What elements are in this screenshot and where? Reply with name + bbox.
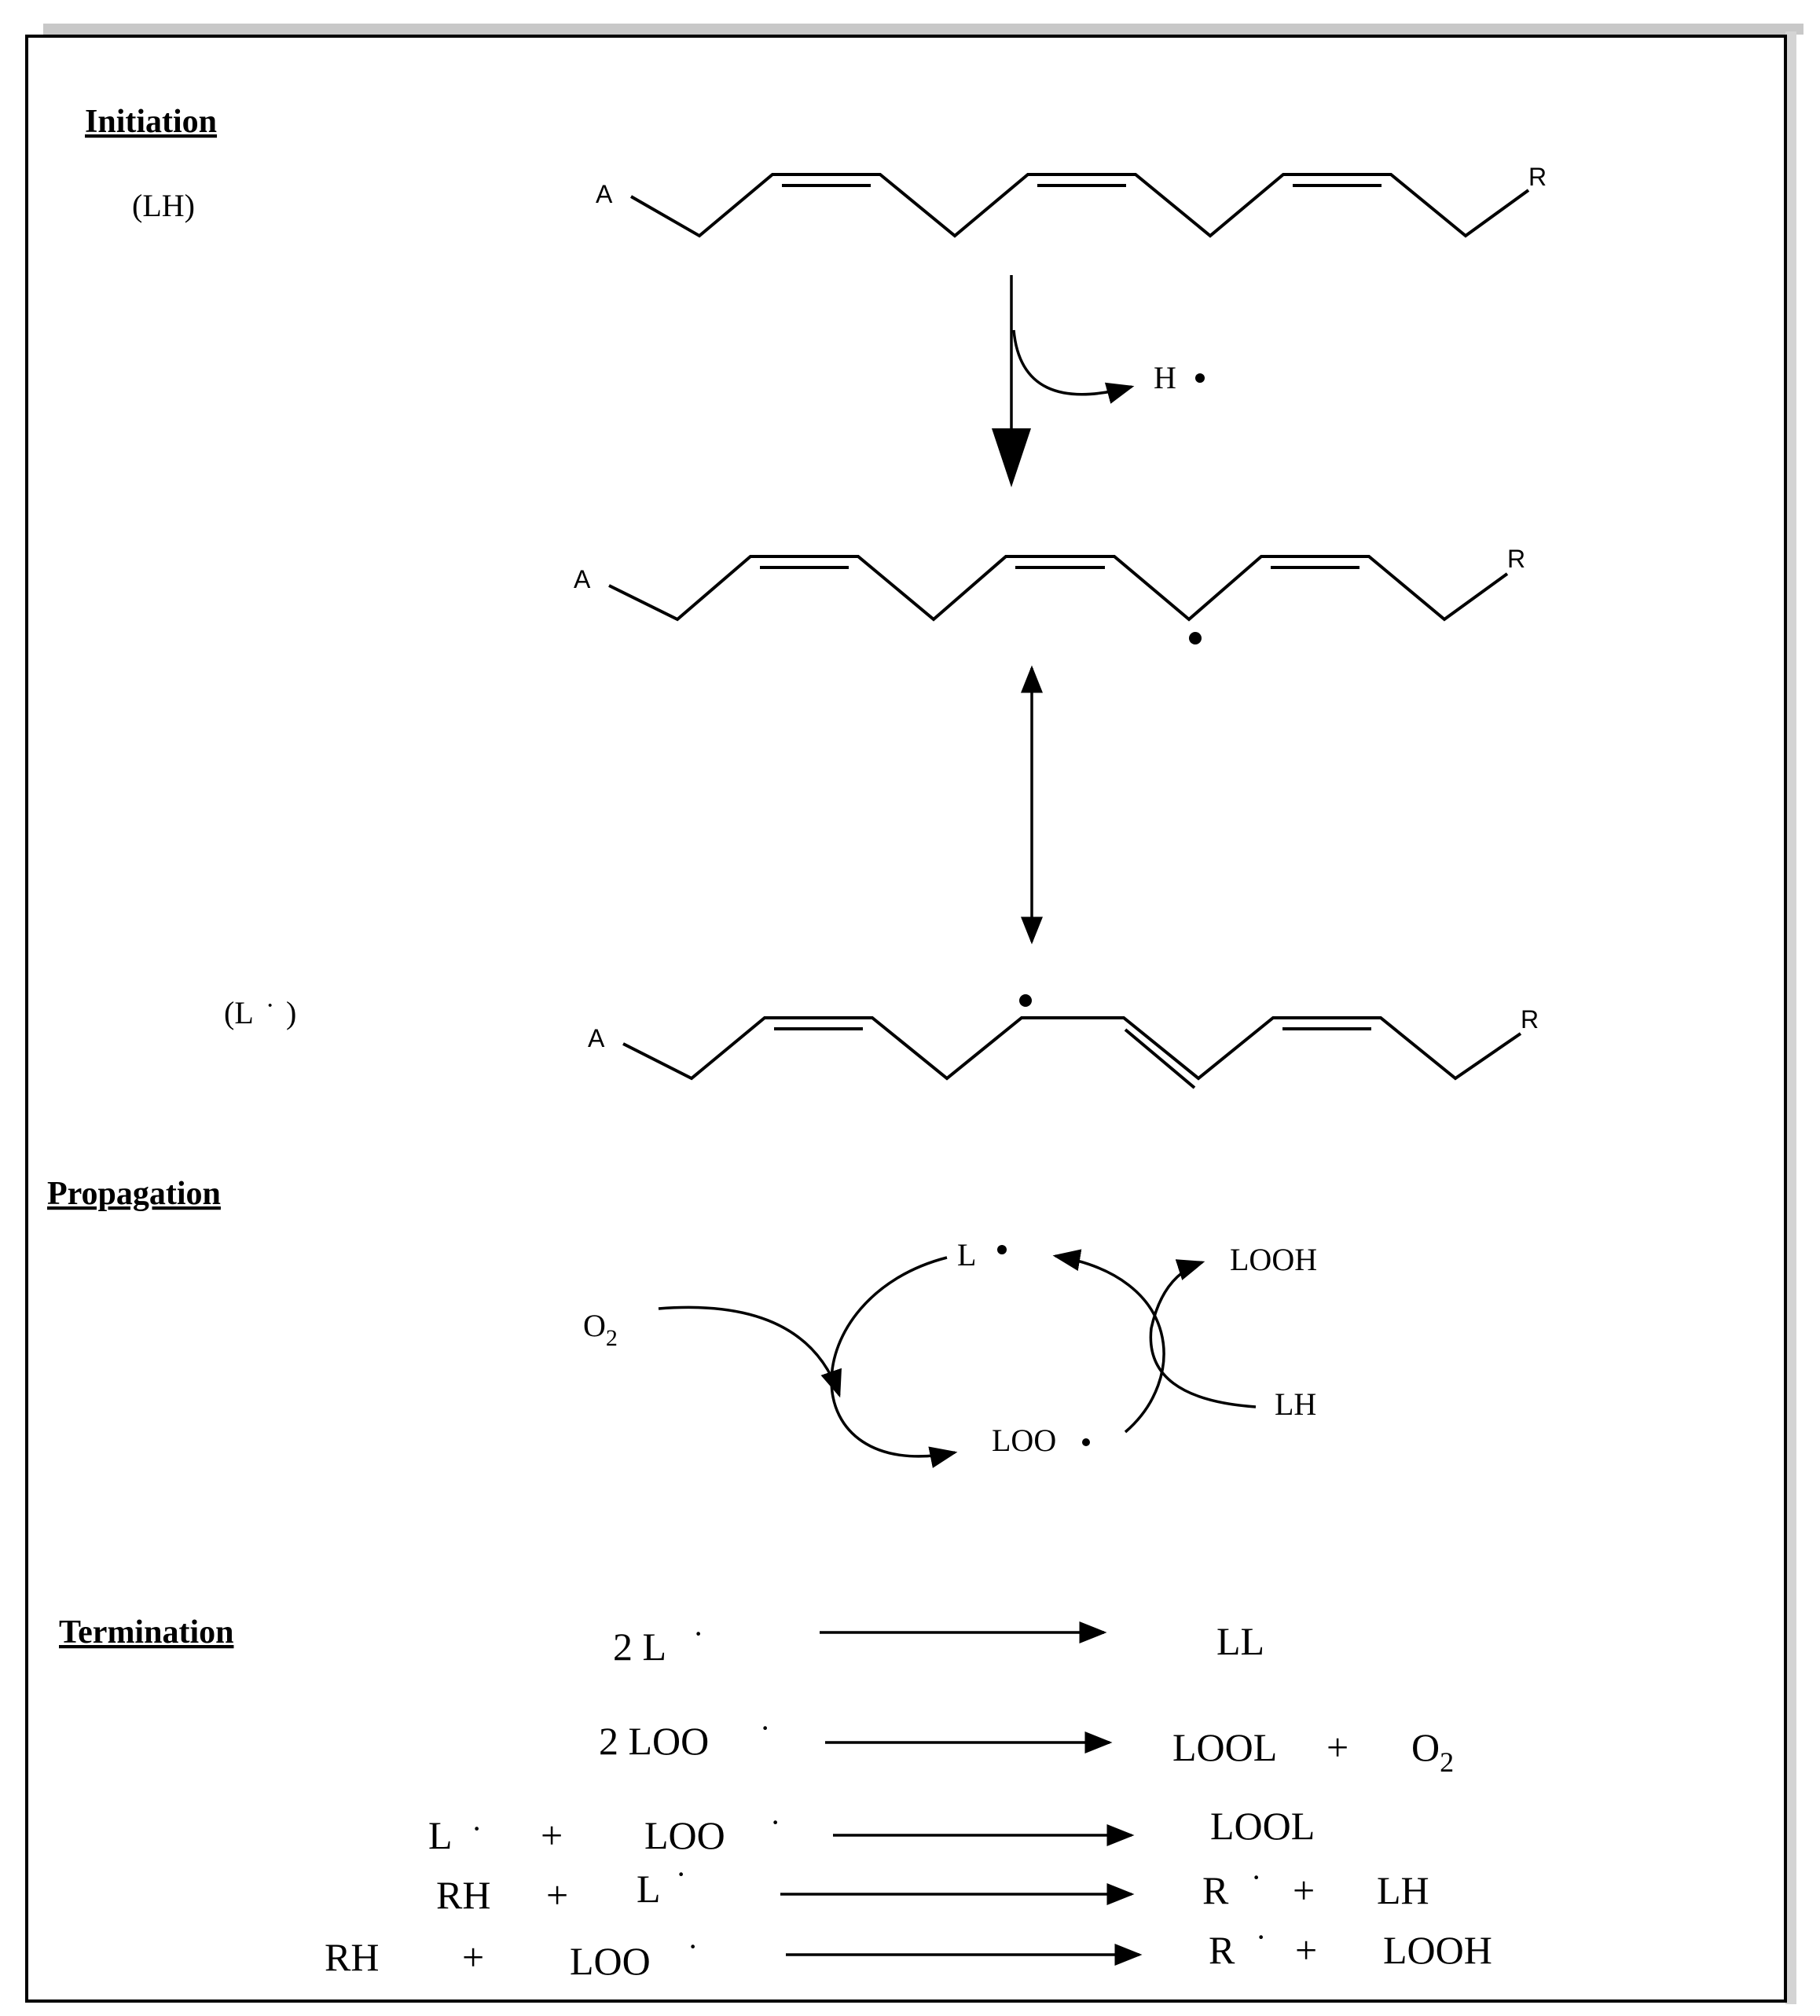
term-row-5-right-dot: · — [1256, 1919, 1266, 1955]
l-radical-label: (L · ) — [224, 991, 296, 1030]
cycle-l-radical: L — [957, 1237, 976, 1272]
cycle-l-radical-dot — [997, 1245, 1007, 1254]
term-row-4-left-b: L — [637, 1867, 661, 1911]
l-radical-label-open: (L — [224, 995, 254, 1030]
term-row-2-right-o-sub: 2 — [1440, 1746, 1454, 1778]
section-heading-termination: Termination — [59, 1614, 233, 1651]
frame-border — [25, 35, 1787, 2003]
termination-row-5: RH + LOO · R · + LOOH — [325, 1919, 1492, 1983]
term-row-5-left-a: RH — [325, 1935, 379, 1979]
o2-label-sub: 2 — [606, 1325, 618, 1351]
term-row-3-plus: + — [541, 1813, 563, 1857]
term-row-4-left-a: RH — [436, 1873, 490, 1917]
lh-looh-arrow — [1149, 1259, 1257, 1408]
term-row-2-left: 2 LOO — [599, 1719, 709, 1763]
o2-label-o: O — [583, 1308, 606, 1343]
term-row-2-left-dot: · — [760, 1710, 770, 1746]
down-arrow-head — [992, 428, 1031, 487]
molecule-3-end-r: R — [1521, 1005, 1539, 1034]
termination-row-3: L · + LOO · LOOL — [428, 1804, 1315, 1857]
term-row-2-right-plus: + — [1326, 1725, 1348, 1769]
term-row-3-left-b-dot: · — [770, 1805, 780, 1840]
term-row-2-right-o2: O2 — [1411, 1725, 1454, 1778]
right-shadow — [1785, 31, 1796, 2004]
molecule-3-end-a: A — [588, 1024, 605, 1052]
propagation-cycle: O2 L LOO LOOH LH — [583, 1237, 1317, 1468]
h-radical-label: H — [1154, 360, 1176, 395]
molecule-2-end-r: R — [1507, 545, 1525, 573]
h-curved-arrow — [1012, 329, 1135, 404]
molecule-2-radical-dot — [1189, 632, 1202, 644]
term-row-5-plus: + — [462, 1935, 484, 1979]
term-row-4-right-b: LH — [1377, 1868, 1429, 1912]
cycle-lh: LH — [1275, 1386, 1316, 1422]
termination-row-2: 2 LOO · LOOL + O2 — [599, 1710, 1454, 1778]
term-row-4-left-b-dot: · — [676, 1856, 686, 1892]
cycle-loo-radical: LOO — [992, 1423, 1056, 1458]
molecule-2-end-a: A — [574, 565, 591, 593]
term-row-2-right: LOOL — [1172, 1725, 1277, 1769]
l-radical-label-dot: · — [266, 991, 274, 1020]
molecule-radical-intermediate: A R — [574, 545, 1525, 644]
h-radical-dot — [1195, 373, 1205, 383]
molecule-3-double-bond-2 — [1124, 1028, 1196, 1089]
cycle-loo-radical-dot — [1082, 1438, 1090, 1446]
section-heading-initiation: Initiation — [85, 104, 217, 140]
term-row-4-plus: + — [546, 1873, 568, 1917]
term-row-5-left-b: LOO — [570, 1939, 651, 1983]
molecule-lh-chain — [630, 173, 1530, 238]
l-radical-label-close: ) — [286, 995, 296, 1030]
o2-feed-arrow — [658, 1305, 842, 1398]
term-row-3-right: LOOL — [1210, 1804, 1315, 1848]
cycle-looh: LOOH — [1230, 1242, 1317, 1277]
termination-row-1: 2 L · LL — [613, 1616, 1264, 1669]
lh-label: (LH) — [132, 188, 195, 223]
term-row-1-left: 2 L — [613, 1625, 666, 1669]
term-row-5-right-b: LOOH — [1383, 1928, 1492, 1972]
section-heading-propagation: Propagation — [47, 1176, 221, 1212]
molecule-3-chain — [622, 1016, 1522, 1081]
term-row-5-right: R — [1209, 1928, 1235, 1972]
term-row-5-right-plus: + — [1295, 1928, 1317, 1972]
molecule-2-chain — [608, 555, 1509, 622]
molecule-lh-end-r: R — [1528, 163, 1547, 191]
o2-label: O2 — [583, 1308, 618, 1351]
h-abstraction-arrow: H — [992, 275, 1205, 487]
molecule-conjugated-radical: A R — [588, 994, 1539, 1089]
termination-row-4: RH + L · R · + LH — [436, 1856, 1429, 1917]
molecule-lh: A R — [596, 163, 1547, 238]
term-row-4-right-plus: + — [1293, 1868, 1315, 1912]
term-row-1-left-dot: · — [693, 1616, 703, 1651]
term-row-3-left-a-dot: · — [472, 1811, 482, 1846]
term-row-3-left-a: L — [428, 1813, 453, 1857]
term-row-5-left-b-dot: · — [688, 1929, 698, 1964]
cycle-arc-right — [1052, 1249, 1165, 1434]
term-row-1-right: LL — [1216, 1619, 1264, 1663]
molecule-3-radical-dot — [1019, 994, 1032, 1007]
term-row-4-right: R — [1202, 1868, 1229, 1912]
term-row-2-right-o: O — [1411, 1725, 1440, 1769]
top-shadow — [43, 24, 1803, 35]
molecule-lh-end-a: A — [596, 180, 613, 208]
term-row-4-right-dot: · — [1251, 1860, 1261, 1895]
term-row-3-left-b: LOO — [644, 1813, 725, 1857]
